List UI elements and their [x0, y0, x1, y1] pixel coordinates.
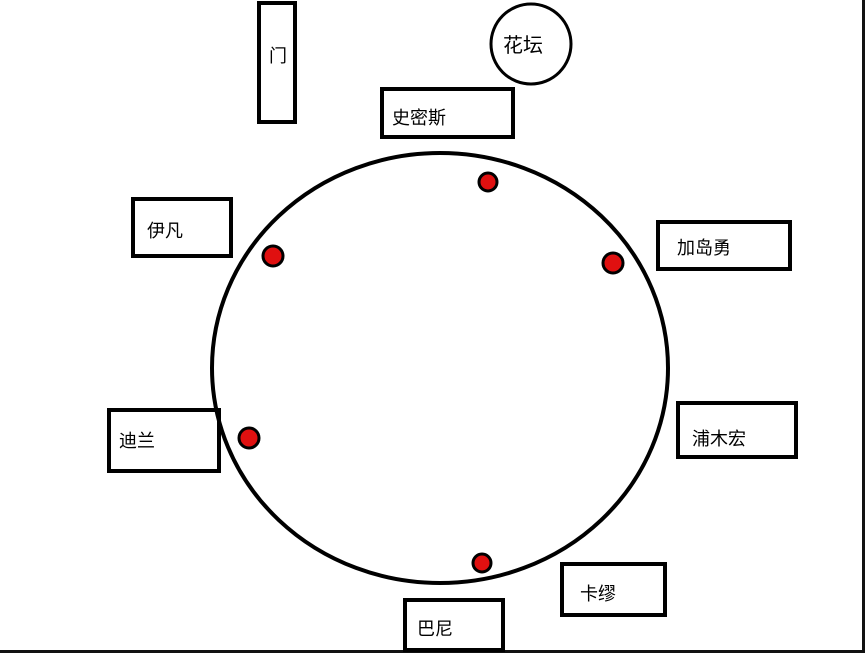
- seat-dot: [601, 251, 625, 275]
- kashima-label: 加岛勇: [677, 238, 731, 259]
- seat-dot: [477, 171, 499, 193]
- seat-dot: [237, 426, 261, 450]
- ivan-label: 伊凡: [147, 221, 183, 242]
- door-box: [257, 1, 297, 124]
- urakihiro-box: [676, 401, 798, 459]
- ivan-box: [131, 197, 233, 258]
- camus-box: [560, 562, 667, 617]
- barney-label: 巴尼: [417, 619, 453, 640]
- dylan-label: 迪兰: [119, 431, 155, 452]
- round-table: [210, 151, 670, 585]
- barney-box: [403, 598, 505, 652]
- dylan-box: [107, 408, 221, 473]
- urakihiro-label: 浦木宏: [692, 429, 746, 450]
- smith-label: 史密斯: [392, 108, 446, 129]
- flowerbed-label: 花坛: [503, 33, 543, 57]
- flowerbed-circle: [489, 2, 573, 86]
- seat-dot: [471, 552, 493, 574]
- seat-dot: [261, 244, 285, 268]
- door-label: 门: [269, 46, 287, 67]
- kashima-box: [656, 220, 792, 271]
- camus-label: 卡缪: [580, 584, 616, 605]
- smith-box: [380, 87, 515, 139]
